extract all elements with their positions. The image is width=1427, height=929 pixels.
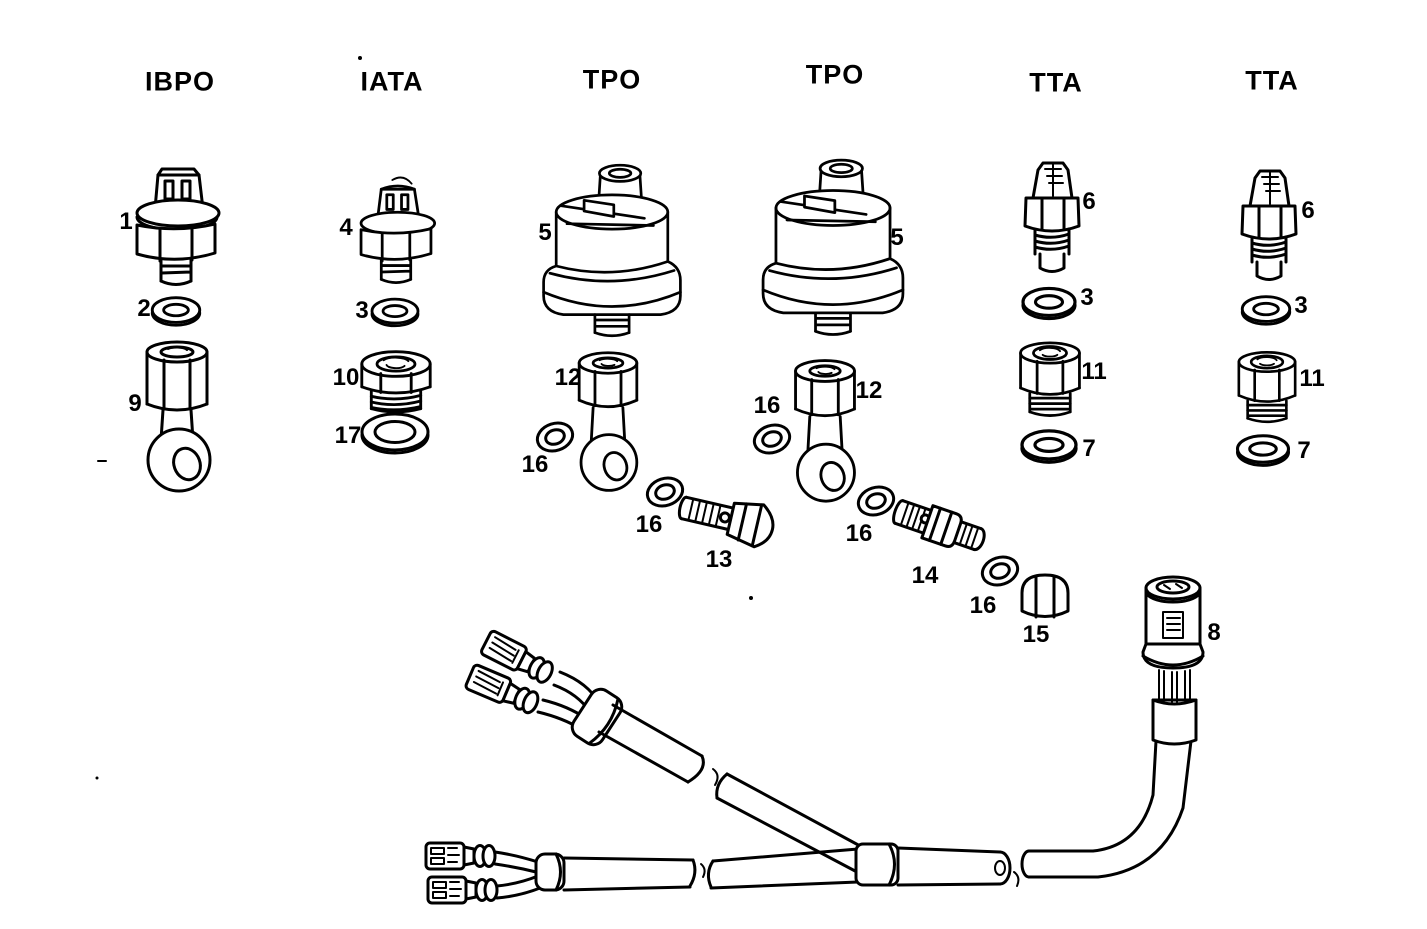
callout-part-15: 15 [1022, 621, 1050, 648]
harness-twin-lead-diagonal [463, 628, 864, 874]
part-16-washer-a [532, 417, 578, 457]
callout-part-16-c: 16 [753, 392, 781, 419]
part-5-pressure-sender-left [542, 163, 682, 338]
part-7-washer-right [1235, 434, 1291, 467]
part-6-temp-sender-left [1023, 161, 1081, 273]
callout-part-9: 9 [128, 390, 142, 417]
part-6-temp-sender-right [1240, 169, 1298, 281]
callout-part-7-right: 7 [1297, 437, 1311, 464]
part-12-banjo-union-right [794, 359, 856, 503]
print-specks [95, 56, 753, 780]
callout-part-3-tta-right: 3 [1294, 292, 1308, 319]
callout-part-16-a: 16 [521, 451, 549, 478]
part-8-connector-cable [1020, 575, 1205, 879]
part-11-reducer-right [1237, 351, 1297, 424]
callout-part-5-left: 5 [538, 219, 552, 246]
callout-part-7-left: 7 [1082, 435, 1096, 462]
part-16-washer-c [749, 419, 795, 459]
part-1-pressure-switch [135, 167, 221, 286]
part-17-gasket-ring [360, 412, 430, 455]
part-2-washer [150, 296, 202, 327]
callout-part-2: 2 [137, 295, 151, 322]
part-14-double-union [888, 493, 991, 559]
part-13-banjo-bolt [673, 485, 779, 552]
harness-twin-lead-horizontal [424, 841, 1020, 905]
callout-part-6-left: 6 [1082, 188, 1096, 215]
callout-part-3-tta-left: 3 [1080, 284, 1094, 311]
callout-part-17: 17 [334, 422, 362, 449]
part-3-washer-iata [370, 297, 420, 328]
part-4-temp-switch [359, 176, 437, 284]
callout-part-4: 4 [339, 214, 353, 241]
callout-part-16-d: 16 [845, 520, 873, 547]
callout-part-16-b: 16 [635, 511, 663, 538]
callout-part-12-right: 12 [855, 377, 883, 404]
part-7-washer-left [1020, 429, 1078, 464]
callout-part-16-e: 16 [969, 592, 997, 619]
callout-part-10: 10 [332, 364, 360, 391]
callout-part-6-right: 6 [1301, 197, 1315, 224]
callout-part-12-left: 12 [554, 364, 582, 391]
callout-part-3-iata: 3 [355, 297, 369, 324]
part-15-cap-nut [1020, 573, 1070, 619]
column-header-tpo-1: TPO [582, 64, 642, 95]
callout-part-1: 1 [119, 208, 133, 235]
callout-part-11-left: 11 [1081, 358, 1107, 385]
part-12-banjo-union-left [577, 351, 639, 492]
part-5-pressure-sender-right [761, 158, 905, 336]
part-16-washer-e [977, 551, 1023, 591]
callout-part-8: 8 [1207, 619, 1221, 646]
part-16-washer-d [853, 481, 899, 521]
column-header-tta-2: TTA [1245, 65, 1299, 96]
harness-junction-sleeve [854, 842, 900, 887]
part-11-reducer-left [1019, 341, 1081, 417]
part-10-adapter-plug [360, 350, 432, 414]
callout-part-11-right: 11 [1299, 365, 1325, 392]
column-header-ibpo: IBPO [144, 66, 216, 97]
column-header-tta-1: TTA [1029, 67, 1083, 98]
column-header-iata: IATA [360, 66, 424, 97]
callout-part-14: 14 [911, 562, 939, 589]
part-3-washer-tta-right [1240, 295, 1292, 326]
part-9-banjo-union [145, 340, 212, 493]
column-header-tpo-2: TPO [805, 59, 865, 90]
callout-part-13: 13 [705, 546, 733, 573]
callout-part-5-right: 5 [890, 224, 904, 251]
part-3-washer-tta-left [1021, 286, 1077, 321]
